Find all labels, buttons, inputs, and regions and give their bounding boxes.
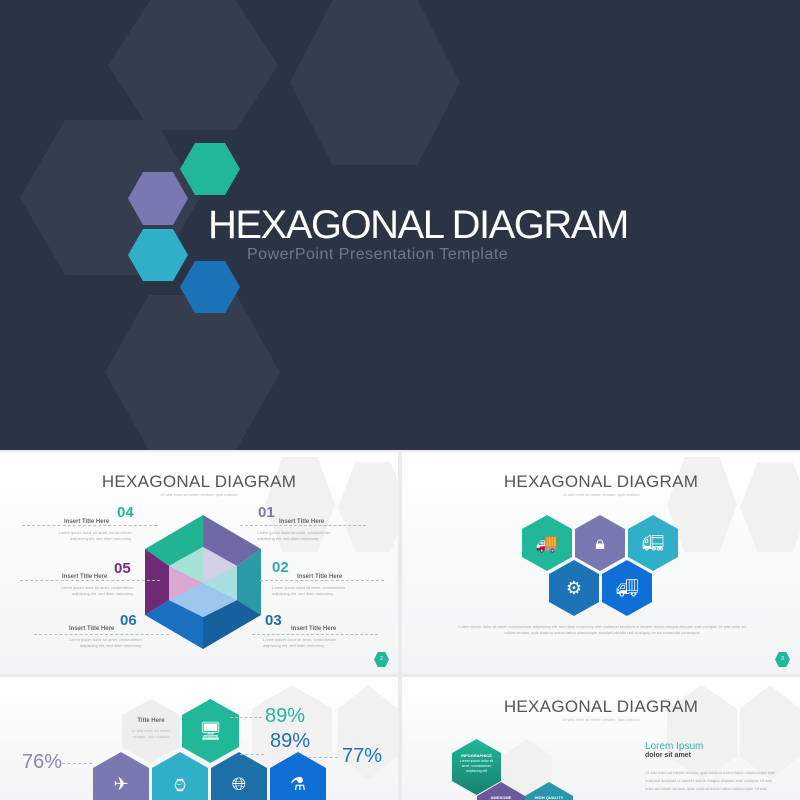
paper-plane-icon: ✈︎ — [93, 752, 149, 800]
bg-hexagon — [290, 0, 460, 165]
leader-line — [252, 634, 378, 635]
green-hexagon — [180, 143, 240, 195]
infographics-text: Lorem ipsum dolor sit amet, consectetuer… — [459, 759, 494, 773]
cube-face-02 — [237, 549, 261, 615]
awesome-title: AWESOME — [490, 795, 512, 800]
slide-body-text: Lorem ipsum dolor sit amet, consectetuer… — [458, 624, 746, 635]
lorem-subheading: dolor sit amet — [645, 752, 691, 759]
item-01-number: 01 — [258, 504, 275, 521]
cube-hexagon — [145, 515, 261, 649]
lorem-heading: Lorem Ipsum — [645, 741, 704, 752]
slide-title: HEXAGONAL DIAGRAM — [503, 697, 699, 716]
monitor-icon: 🖥︎ — [182, 699, 239, 763]
cube-face-01 — [203, 515, 261, 566]
slide-title: HEXAGONAL DIAGRAM — [503, 472, 699, 491]
gear-icon: ⚙ — [549, 560, 599, 616]
item-04-title: Insert Title Here — [64, 519, 110, 525]
slide-body-text: Ut wisi enim ad minim veniam, quis nostr… — [645, 770, 776, 791]
slide-title: HEXAGONAL DIAGRAM — [101, 472, 297, 491]
slide-subtitle: Ut wisi enim ad minim veniam, quis nostr… — [160, 492, 238, 497]
item-02-number: 02 — [272, 559, 289, 576]
item-02-text: Lorem ipsum dolor sit amet, consectetuer… — [272, 585, 346, 596]
item-06-title: Insert Title Here — [69, 626, 115, 632]
hero-subtitle: PowerPoint Presentation Template — [247, 246, 509, 263]
slide-thumbnail-5[interactable]: HEXAGONAL DIAGRAM Ut wisi enim ad minim … — [402, 677, 800, 800]
page-number-badge: 3 — [775, 652, 790, 667]
item-04-number: 04 — [117, 504, 134, 521]
leader-line — [260, 580, 384, 581]
slide-thumbnail-3[interactable]: HEXAGONAL DIAGRAM Ut wisi enim ad minim … — [402, 452, 800, 674]
crane-truck-icon: 🚚︎ — [602, 560, 652, 616]
title-slide[interactable]: HEXAGONAL DIAGRAM PowerPoint Presentatio… — [0, 0, 800, 450]
hero-title: HEXAGONAL DIAGRAM — [208, 203, 629, 247]
item-01-title: Insert Title Here — [279, 519, 325, 525]
item-05-text: Lorem ipsum dolor sit amet, consectetuer… — [60, 585, 134, 596]
card-text: Ut wisi enim ad minim veniam, quis nostr… — [131, 728, 171, 739]
leader-line — [22, 525, 157, 526]
title-card-hexagon — [122, 699, 180, 763]
percentage-89-blue: 89% — [270, 730, 311, 752]
page-number-badge: 2 — [374, 652, 389, 667]
percentage-77: 77% — [342, 745, 383, 767]
item-03-title: Insert Title Here — [291, 626, 337, 632]
leader-line — [240, 525, 366, 526]
bg-hexagon — [105, 295, 280, 450]
leader-line — [34, 634, 169, 635]
bg-hexagon — [108, 0, 278, 130]
cement-truck-icon: 🚚 — [522, 515, 572, 571]
cube-face-04 — [145, 515, 203, 566]
bg-hexagon — [667, 457, 737, 552]
slide-subtitle: Ut wisi enim ad minim veniam, quis nostr… — [562, 717, 640, 722]
percentage-89-green: 89% — [265, 705, 306, 727]
leader-line — [308, 757, 338, 758]
item-03-text: Lorem ipsum dolor sit amet, consectetuer… — [263, 637, 337, 648]
leader-line — [20, 580, 160, 581]
item-02-title: Insert Title Here — [297, 574, 343, 580]
card-title: Title Here — [137, 718, 165, 724]
slide-thumbnail-4[interactable]: Title Here Ut wisi enim ad minim veniam,… — [0, 677, 398, 800]
slide-subtitle: Ut wisi enim ad minim veniam, quis nostr… — [562, 492, 640, 497]
infographics-title: INFOGRAPHICS — [461, 753, 492, 758]
leader-line — [240, 754, 264, 755]
cube-face-06 — [145, 600, 203, 649]
item-05-title: Insert Title Here — [62, 574, 108, 580]
cube-face-05 — [145, 549, 169, 615]
leader-line — [230, 717, 262, 718]
item-01-text: Lorem ipsum dolor sit amet, consectetuer… — [257, 530, 331, 541]
item-06-number: 06 — [120, 612, 137, 629]
item-03-number: 03 — [265, 612, 282, 629]
high-quality-title: HIGH QUALITY — [534, 795, 564, 800]
dump-truck-icon: 🚛︎ — [628, 515, 678, 571]
slide-thumbnail-2[interactable]: HEXAGONAL DIAGRAM Ut wisi enim ad minim … — [0, 452, 398, 674]
item-05-number: 05 — [114, 560, 131, 577]
cube-face-03 — [203, 600, 261, 649]
percentage-76: 76% — [22, 751, 63, 773]
watch-icon: ⌚︎ — [152, 752, 208, 800]
lock-icon: 🔒︎ — [575, 515, 625, 571]
leader-line — [62, 763, 92, 764]
item-04-text: Lorem ipsum dolor sit amet, consectetuer… — [58, 530, 132, 541]
item-06-text: Lorem ipsum dolor sit amet, consectetuer… — [68, 637, 142, 648]
